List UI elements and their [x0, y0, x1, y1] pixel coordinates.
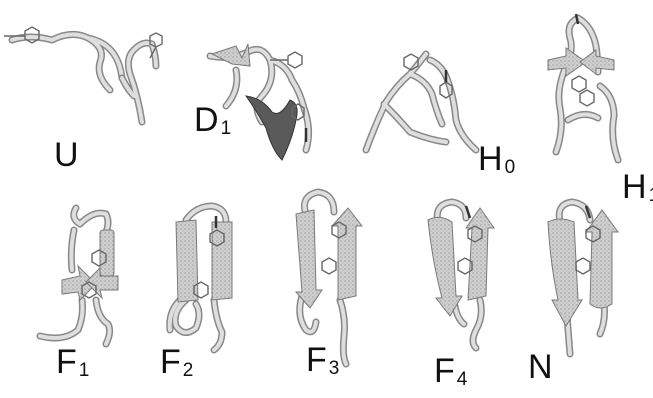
beta-strand-arrow: [428, 217, 462, 316]
structure-H0: [366, 54, 476, 150]
ribbon-coil: [366, 54, 476, 150]
structure-H1: [548, 14, 618, 160]
aromatic-ring-icon: [572, 76, 586, 92]
label-H1: H1: [622, 170, 653, 205]
beta-strand-arrow: [466, 208, 494, 300]
label-U: U: [54, 138, 81, 173]
beta-strand-arrow: [586, 210, 618, 308]
structure-F2: [170, 206, 232, 350]
structure-D1: [210, 44, 309, 160]
structure-F4: [428, 202, 494, 348]
aromatic-ring-icon: [322, 258, 336, 274]
structure-F3: [296, 192, 362, 364]
label-N: N: [528, 350, 555, 385]
beta-strand-arrow: [332, 208, 362, 300]
beta-strand-arrow: [212, 44, 250, 66]
dark-sheet: [246, 96, 297, 160]
aromatic-ring-icon: [576, 258, 590, 274]
ribbon-coil: [556, 18, 618, 160]
structure-F1: [40, 208, 118, 344]
beta-strand-arrow: [296, 210, 322, 308]
beta-strand: [212, 222, 232, 300]
beta-strand: [100, 230, 114, 276]
aromatic-ring-icon: [580, 90, 594, 106]
beta-strand-arrow: [548, 219, 582, 326]
ribbon-coil: [12, 34, 156, 122]
structure-U: [4, 27, 162, 122]
structure-N: [548, 202, 618, 354]
